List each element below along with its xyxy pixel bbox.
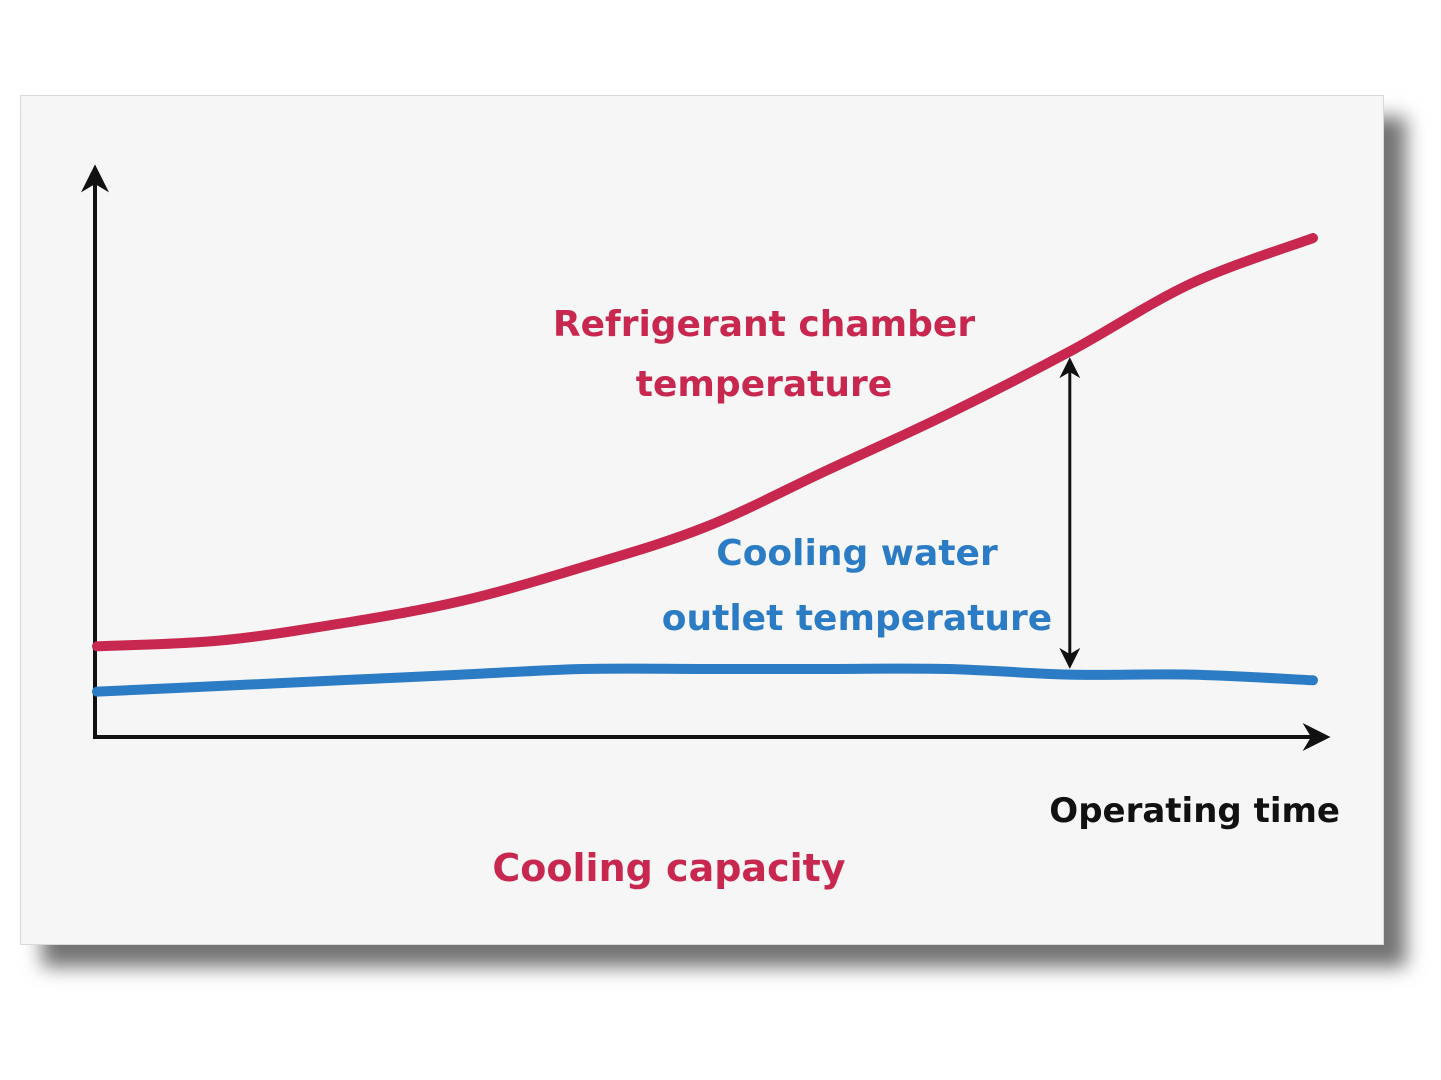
series-label-refrigerant-line2: temperature xyxy=(636,364,892,405)
series-label-cooling-water-line1: Cooling water xyxy=(716,533,998,574)
series-label-cooling-water-line2: outlet temperature xyxy=(662,598,1052,639)
series-line-refrigerant xyxy=(92,233,1318,652)
series-line-cooling-water xyxy=(92,663,1318,697)
chart-panel xyxy=(20,95,1384,945)
series-label-refrigerant-line1: Refrigerant chamber xyxy=(553,304,975,345)
caption-cooling-capacity: Cooling capacity xyxy=(492,846,845,890)
x-axis-label: Operating time xyxy=(1049,791,1340,831)
